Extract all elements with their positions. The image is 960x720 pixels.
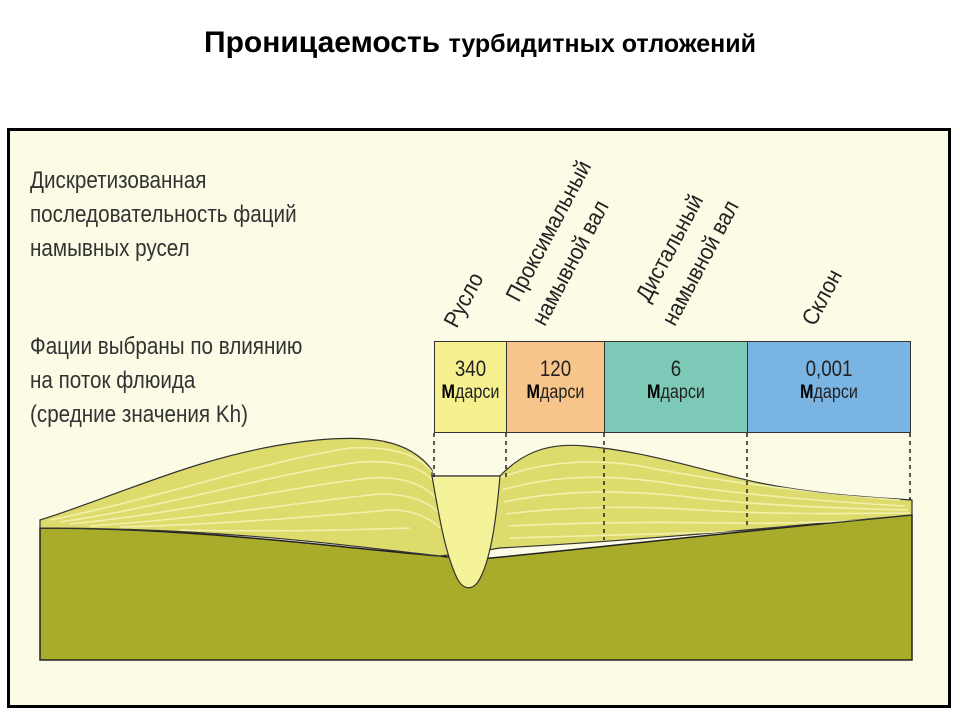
permeability-value: 120 xyxy=(539,356,572,381)
levee-laminations xyxy=(49,446,911,539)
title-part1: Проницаемость xyxy=(204,26,441,59)
description-line: (средние значения Kh) xyxy=(30,401,248,428)
permeability-value: 340 xyxy=(454,356,487,381)
facies-description: Дискретизованная последовательность фаци… xyxy=(30,164,297,266)
description-line: Фации выбраны по влиянию xyxy=(30,333,303,360)
title-part2: турбидитных отложений xyxy=(448,30,756,58)
facies-boundaries xyxy=(433,433,911,540)
permeability-value: 0,001 xyxy=(805,356,853,381)
permeability-box-distal: 6 Мдарси xyxy=(604,341,748,433)
description-line: намывных русел xyxy=(30,235,190,262)
permeability-box-channel: 340 Мдарси xyxy=(434,341,507,433)
permeability-value: 6 xyxy=(670,356,682,381)
page-title: Проницаемость турбидитных отложений xyxy=(0,26,960,60)
description-line: Дискретизованная xyxy=(30,167,207,194)
description-line: последовательность фаций xyxy=(30,201,297,228)
permeability-box-slope: 0,001 Мдарси xyxy=(747,341,911,433)
selection-description: Фации выбраны по влиянию на поток флюида… xyxy=(30,330,302,432)
channel-fill xyxy=(431,475,501,589)
description-line: на поток флюида xyxy=(30,367,196,394)
permeability-box-proximal: 120 Мдарси xyxy=(506,341,605,433)
